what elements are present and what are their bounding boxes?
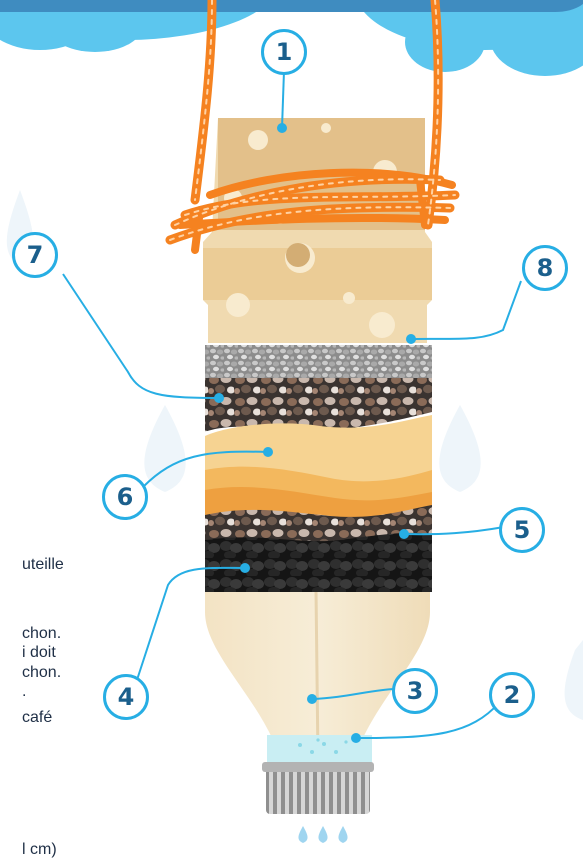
- bottle-cap: [266, 766, 370, 814]
- label-2: 2: [489, 672, 535, 718]
- bottle: [205, 588, 430, 843]
- rope: [165, 0, 460, 254]
- label-8: 8: [522, 245, 568, 291]
- label-4: 4: [103, 674, 149, 720]
- label-3: 3: [392, 668, 438, 714]
- charcoal-layer: [205, 532, 432, 592]
- text-fragment-5: .: [22, 683, 27, 700]
- cloud-right: [356, 0, 583, 76]
- text-fragment-4: chon.: [22, 664, 62, 681]
- leader-dots: [214, 123, 416, 743]
- header-bar: [0, 0, 583, 12]
- text-fragment-7: l cm): [22, 841, 57, 858]
- text-fragment-3: i doit: [22, 644, 56, 661]
- label-7: 7: [12, 232, 58, 278]
- text-fragment-6: café: [22, 709, 53, 726]
- label-6: 6: [102, 474, 148, 520]
- label-5: 5: [499, 507, 545, 553]
- label-1: 1: [261, 29, 307, 75]
- leader-lines: [62, 70, 522, 739]
- water-drops: [298, 826, 348, 843]
- fine-gravel-layer: [205, 345, 432, 378]
- text-fragment-2: chon.: [22, 625, 62, 642]
- coarse-gravel-layer: [205, 378, 432, 432]
- text-fragment-1: uteille: [22, 556, 64, 573]
